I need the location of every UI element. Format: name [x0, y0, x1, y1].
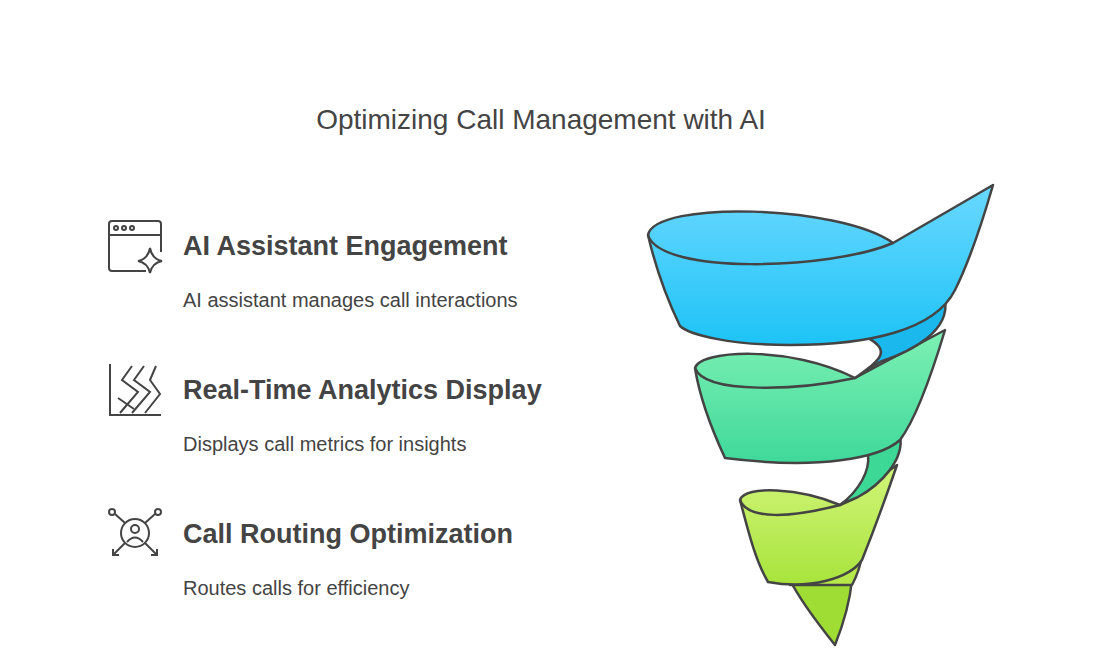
item-description: Routes calls for efficiency: [183, 576, 409, 600]
spiral-ribbon: [648, 185, 993, 645]
diagram-title: Optimizing Call Management with AI: [316, 103, 766, 137]
assistant-icon: [109, 221, 162, 273]
item-description: AI assistant manages call interactions: [183, 288, 518, 312]
item-heading: Real-Time Analytics Display: [183, 374, 542, 406]
item-heading: Call Routing Optimization: [183, 518, 513, 550]
analytics-icon: [110, 364, 161, 415]
routing-icon: [109, 509, 161, 555]
item-heading: AI Assistant Engagement: [183, 230, 508, 262]
item-description: Displays call metrics for insights: [183, 432, 466, 456]
